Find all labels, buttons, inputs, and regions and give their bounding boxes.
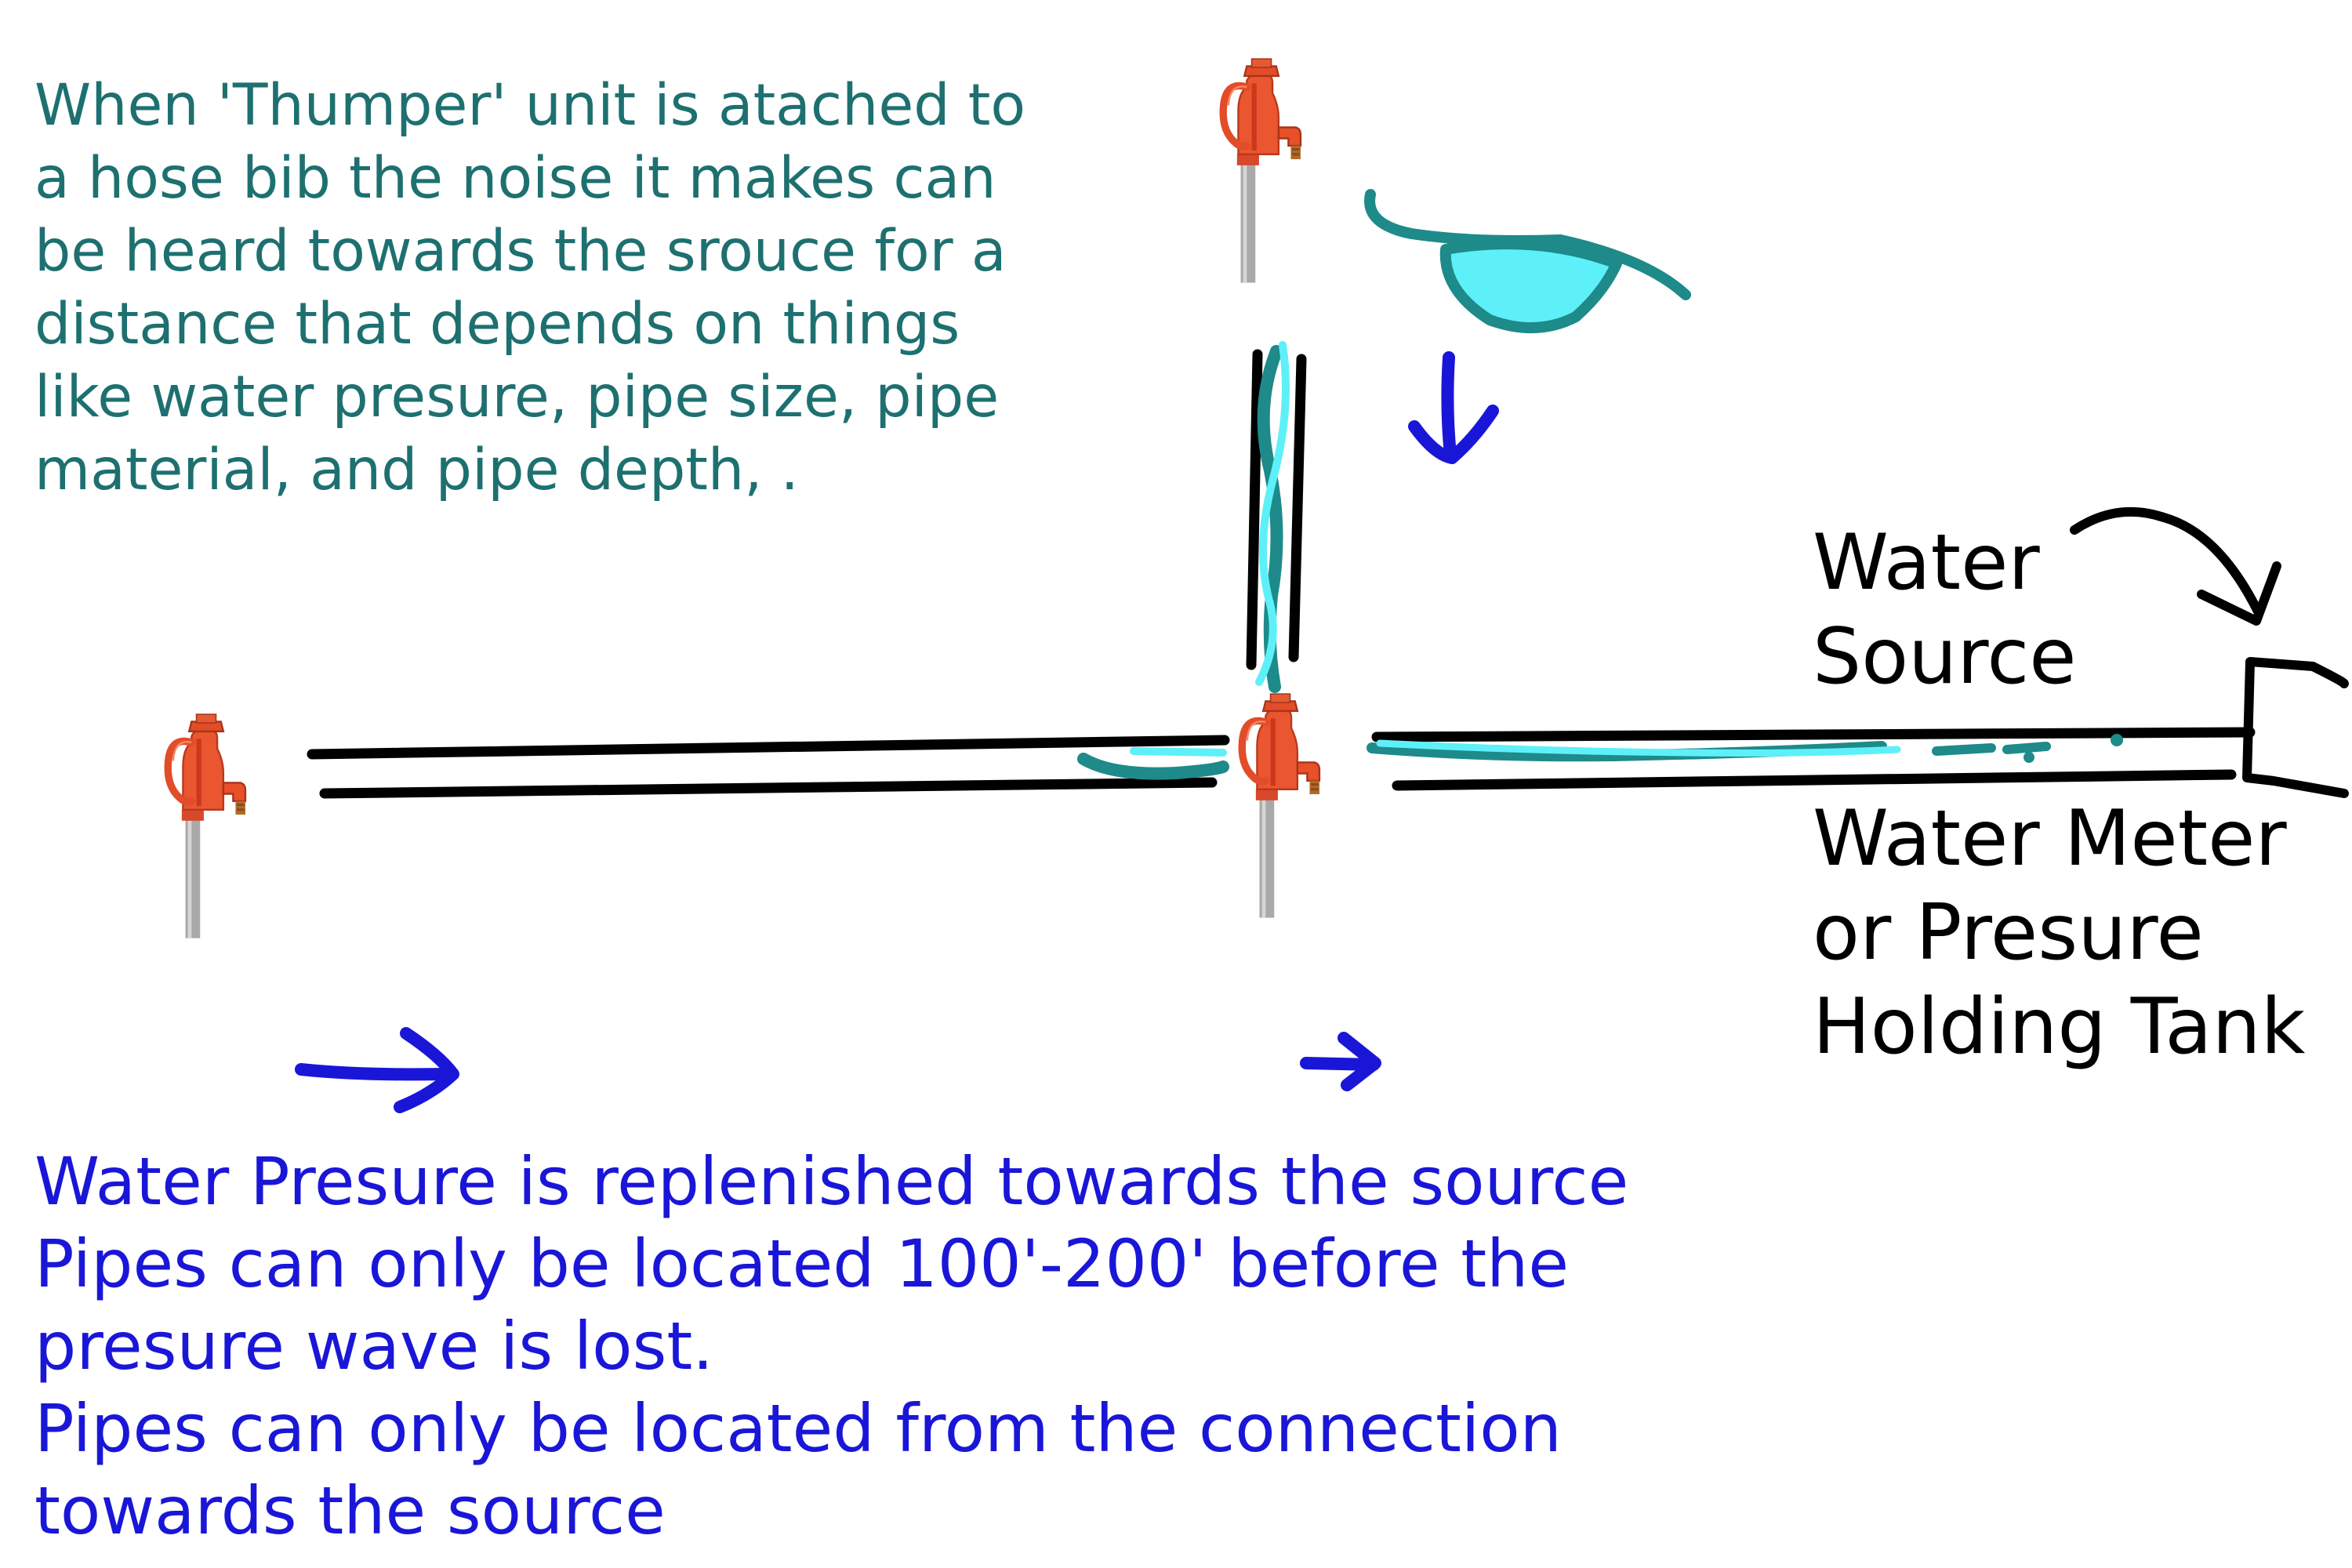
water-meter-label: Water Meter or Presure Holding Tank [1813, 792, 2305, 1074]
intro-line: distance that depends on things [34, 291, 960, 358]
note-line: presure wave is lost. [34, 1308, 713, 1385]
note-line: Pipes can only be located from the conne… [34, 1390, 1562, 1467]
intro-line: a hose bib the noise it makes can [34, 145, 996, 212]
notes-text: Water Presure is replenished towards the… [34, 1141, 1628, 1552]
intro-line: be heard towards the srouce for a [34, 218, 1007, 285]
water-flow-left [1077, 747, 1229, 780]
hose-bib-hydrant-icon [1223, 59, 1301, 282]
flow-arrow-icon [1408, 351, 1499, 464]
water-meter-line: or Presure [1813, 888, 2204, 978]
note-line: Water Presure is replenished towards the… [34, 1143, 1629, 1220]
water-source-line: Source [1813, 612, 2077, 702]
water-flow-right [1367, 734, 2123, 763]
intro-line: like water presure, pipe size, pipe [34, 364, 1000, 430]
note-line: Pipes can only be located 100'-200' befo… [34, 1225, 1570, 1302]
water-splash-icon [1364, 189, 1691, 334]
water-meter-line: Water Meter [1813, 794, 2287, 884]
intro-line: When 'Thumper' unit is atached to [34, 72, 1026, 139]
water-source-line: Water [1813, 518, 2040, 608]
hose-bib-hydrant-icon [1242, 694, 1319, 917]
note-line: towards the source [34, 1472, 666, 1549]
intro-line: material, and pipe depth, . [34, 437, 799, 503]
intro-text: When 'Thumper' unit is atached to a hose… [34, 69, 1025, 506]
water-meter-line: Holding Tank [1813, 982, 2306, 1072]
flow-arrow-icon [1300, 1032, 1381, 1091]
pipe-left [307, 735, 1230, 799]
water-flow-vertical [1255, 341, 1290, 693]
water-meter-box [2242, 657, 2349, 798]
pipe-right [1371, 727, 2256, 791]
flow-arrow-icon [295, 1027, 459, 1113]
curved-arrow-icon [2070, 506, 2281, 626]
pipe-vertical [1246, 349, 1307, 670]
water-source-label: Water Source [1813, 516, 2077, 704]
hose-bib-hydrant-icon [168, 714, 245, 938]
